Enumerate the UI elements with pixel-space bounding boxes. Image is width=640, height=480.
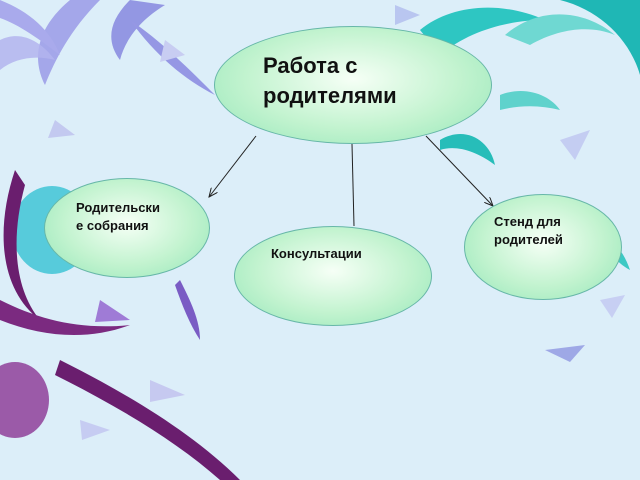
decor-ribbon-teal-5 [500,90,560,110]
decor-shard-6 [150,380,185,402]
decor-shard-8 [545,345,585,362]
branch-node-stand-label: Стенд для родителей [494,214,563,247]
branch-node-consultations: Консультации [234,226,432,326]
decor-ribbon-lilac-1 [38,0,100,85]
branch-node-consultations-label: Консультации [271,246,362,261]
branch-node-stand: Стенд для родителей [464,194,622,300]
decor-blob-violet [0,362,49,438]
decor-ribbon-teal-2 [505,14,615,45]
central-node-label: Работа с родителями [263,53,397,108]
branch-node-meetings-label: Родительски е собрания [76,200,160,233]
decor-shard-5 [95,300,130,322]
decor-ribbon-lilac-3 [0,36,55,70]
decor-ribbon-lilac-2 [111,0,165,60]
connector-consult [351,143,355,227]
decor-shard-7 [80,420,110,440]
decor-shard-1 [48,120,75,138]
decor-shard-2 [160,40,185,62]
decor-shard-9 [600,295,625,318]
decor-arc-purple-2 [0,300,130,336]
branch-node-meetings: Родительски е собрания [44,178,210,278]
decor-ribbon-teal-3 [560,0,640,75]
decor-ribbon-violet-1 [175,280,200,340]
connector-stand [425,135,493,206]
decor-arc-purple-1 [3,170,40,320]
decor-arc-purple-3 [55,360,240,480]
decor-ribbon-lilac-5 [0,0,60,55]
decor-shard-3 [395,5,420,25]
central-node: Работа с родителями [214,26,492,144]
decor-ribbon-teal-4 [440,134,495,165]
decor-shard-4 [560,130,590,160]
connector-meetings [209,135,257,197]
